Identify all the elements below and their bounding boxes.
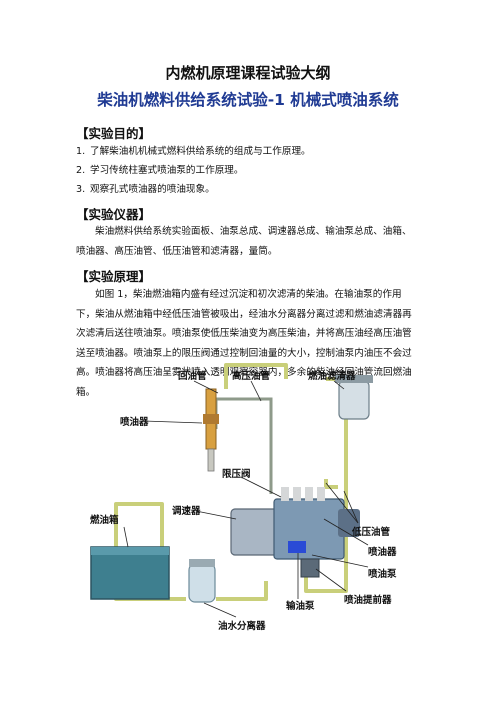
leader-pressure-limit-valve bbox=[240, 476, 282, 498]
item-text: 了解柴油机机械式燃料供给系统的组成与工作原理。 bbox=[90, 146, 311, 157]
purpose-item: 2. 学习传统柱塞式喷油泵的工作原理。 bbox=[76, 165, 244, 177]
fuel-tank-shape bbox=[90, 546, 170, 600]
purpose-item: 3. 观察孔式喷油器的喷油现象。 bbox=[76, 184, 215, 196]
injector-shape bbox=[203, 388, 219, 472]
item-number: 3. bbox=[76, 184, 86, 195]
leader-injector bbox=[143, 420, 203, 424]
label-water-separator: 油水分离器 bbox=[218, 620, 266, 631]
purpose-item: 1. 了解柴油机机械式燃料供给系统的组成与工作原理。 bbox=[76, 146, 311, 158]
label-injector: 喷油器 bbox=[120, 416, 149, 428]
leader-low-pressure-pipe-b bbox=[325, 482, 359, 524]
item-number: 1. bbox=[76, 146, 86, 157]
leader-return-pipe bbox=[193, 380, 219, 394]
pump-assembly-shape bbox=[230, 487, 360, 578]
equipment-heading: 【实验仪器】 bbox=[76, 207, 152, 222]
label-high-pressure-pipe: 高压油管 bbox=[232, 370, 271, 382]
label-return-pipe: 回油管 bbox=[178, 370, 207, 382]
leader-water-separator bbox=[203, 602, 237, 618]
principle-heading: 【实验原理】 bbox=[76, 269, 152, 284]
fuel-filter-shape bbox=[335, 375, 373, 420]
purpose-heading: 【实验目的】 bbox=[76, 126, 152, 141]
item-text: 观察孔式喷油器的喷油现象。 bbox=[90, 184, 215, 195]
label-low-pressure-pipe: 低压油管 bbox=[351, 526, 391, 538]
separator-outlet-pipe bbox=[216, 581, 268, 601]
leader-fuel-filter bbox=[333, 380, 345, 390]
label-governor: 调速器 bbox=[172, 505, 201, 517]
leader-advancer bbox=[315, 568, 347, 592]
filter-return-pipe bbox=[324, 479, 338, 489]
principle-paragraph: 如图 1，柴油燃油箱内盛有经过沉淀和初次滤清的柴油。在输油泵的作用下，柴油从燃油… bbox=[76, 289, 412, 398]
label-fuel-filter: 燃油滤清器 bbox=[308, 370, 356, 382]
document-subtitle: 柴油机燃料供给系统试验-1 机械式喷油系统 bbox=[97, 91, 399, 109]
leader-fuel-tank bbox=[123, 526, 129, 548]
leader-high-pressure-pipe bbox=[250, 380, 262, 402]
return-pipe-line bbox=[224, 363, 288, 389]
leader-injector-right bbox=[323, 518, 369, 546]
label-injector-right: 喷油器 bbox=[368, 546, 397, 558]
equipment-paragraph: 柴油燃料供给系统实验面板、油泵总成、调速器总成、输油泵总成、油箱、喷油器、高压油… bbox=[76, 226, 412, 257]
leader-injection-pump bbox=[311, 554, 369, 568]
label-advancer: 喷油提前器 bbox=[344, 594, 392, 606]
water-separator-shape bbox=[188, 559, 216, 603]
label-fuel-tank: 燃油箱 bbox=[90, 514, 119, 526]
leader-governor bbox=[195, 510, 237, 520]
leader-low-pressure-pipe-a bbox=[343, 490, 359, 524]
label-pressure-limit-valve: 限压阀 bbox=[222, 468, 251, 480]
label-injection-pump: 喷油泵 bbox=[368, 568, 397, 580]
item-text: 学习传统柱塞式喷油泵的工作原理。 bbox=[90, 165, 244, 176]
label-transfer-pump: 输油泵 bbox=[286, 600, 315, 612]
item-number: 2. bbox=[76, 165, 86, 176]
fuel-system-diagram: 回油管 高压油管 燃油滤清器 喷油器 限压阀 调速器 燃油箱 低压油管 喷油器 … bbox=[90, 363, 397, 631]
document-title: 内燃机原理课程试验大纲 bbox=[165, 64, 331, 82]
